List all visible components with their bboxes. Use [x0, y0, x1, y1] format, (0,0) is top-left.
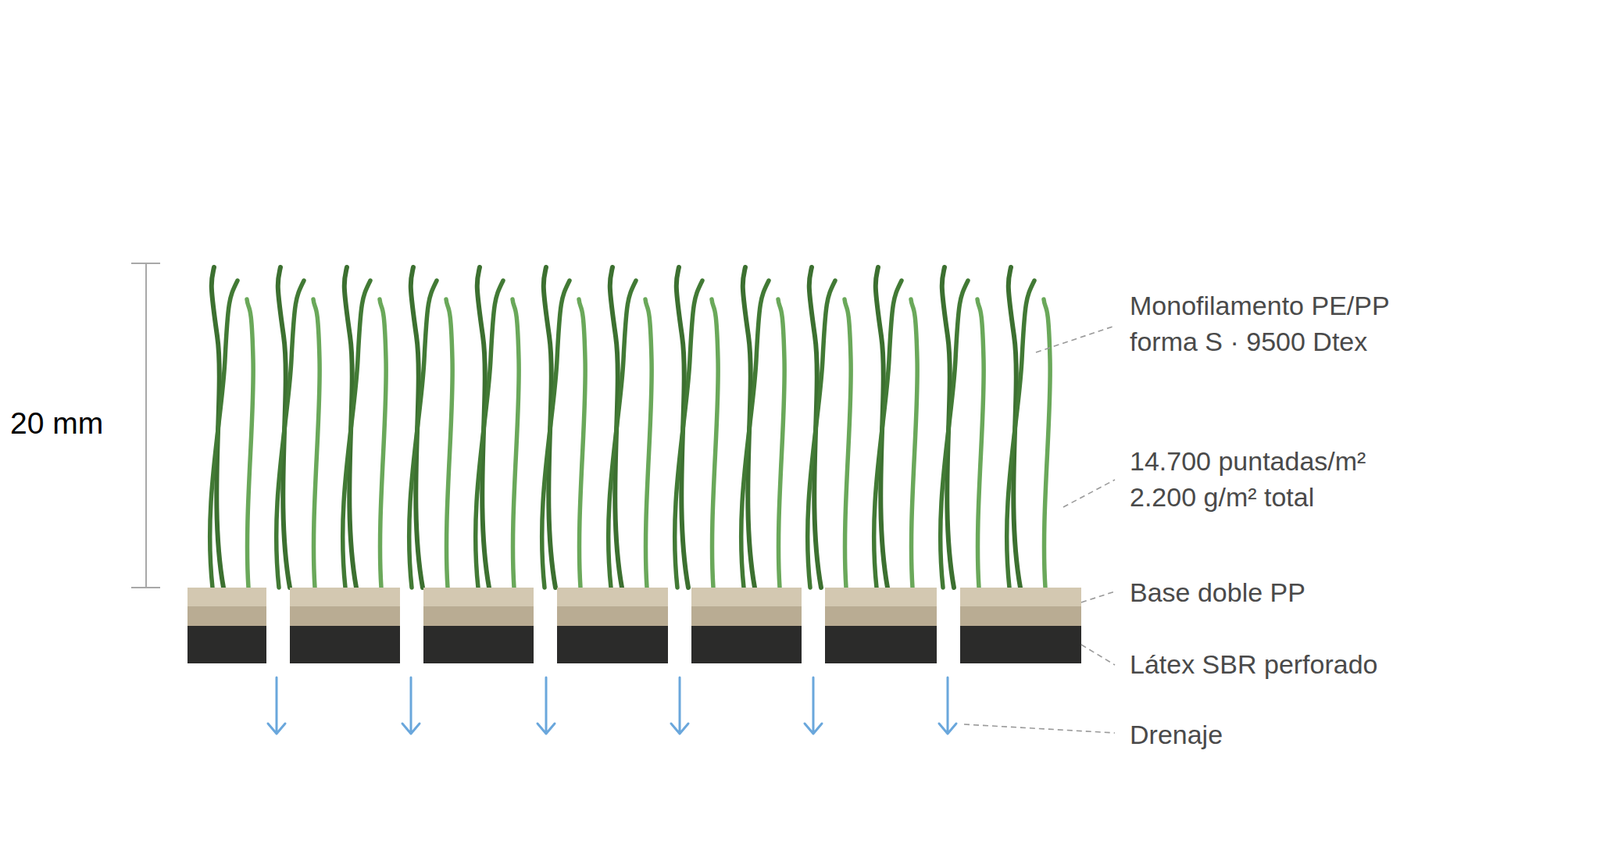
pp-layer	[557, 587, 668, 607]
grass-blade	[874, 280, 902, 588]
grass-blade	[844, 299, 851, 588]
pp-layer	[423, 606, 534, 626]
grass-blade	[409, 280, 437, 588]
backing-layers	[187, 587, 1082, 664]
grass-blade	[276, 280, 304, 588]
leader-lines	[964, 325, 1115, 733]
latex-layer	[423, 625, 534, 664]
grass-blade	[210, 280, 238, 588]
pp-layer	[960, 587, 1082, 607]
dimension-bracket	[131, 263, 161, 588]
drain-arrow	[939, 677, 957, 734]
grass-blade	[741, 280, 769, 588]
pp-layer	[187, 587, 267, 607]
grass-blade	[342, 280, 371, 588]
latex-layer	[557, 625, 668, 664]
grass-blade	[940, 280, 968, 588]
pp-layer	[825, 606, 937, 626]
latex-layer	[960, 625, 1082, 664]
grass-blade	[475, 280, 504, 588]
grass-blade	[246, 299, 254, 588]
part-label: Látex SBR perforado	[1129, 646, 1379, 683]
drain-arrows	[267, 677, 957, 734]
grass-blade	[446, 299, 453, 588]
part-label: Base doble PP	[1129, 574, 1306, 611]
grass-blade	[910, 299, 918, 588]
grass-blade	[778, 299, 785, 588]
grass-blade	[512, 299, 519, 588]
latex-layer	[691, 625, 802, 664]
grass-blade	[542, 280, 570, 588]
drain-arrow	[537, 677, 555, 734]
pp-layer	[691, 606, 802, 626]
grass-blade	[578, 299, 586, 588]
grass-blade	[711, 299, 718, 588]
grass-blade	[807, 280, 836, 588]
dimension-label: 20 mm	[10, 405, 104, 442]
grass-blade	[645, 299, 652, 588]
grass-blade	[1007, 280, 1035, 588]
drain-arrow	[402, 677, 420, 734]
pp-layer	[960, 606, 1082, 626]
latex-layer	[825, 625, 937, 664]
pp-layer	[289, 606, 400, 626]
pp-layer	[691, 587, 802, 607]
drain-arrow	[804, 677, 822, 734]
grass-blade	[379, 299, 386, 588]
part-label: Drenaje	[1129, 716, 1223, 753]
pp-layer	[187, 606, 267, 626]
pp-layer	[289, 587, 400, 607]
grass-blade	[675, 280, 703, 588]
grass-blade	[1043, 299, 1050, 588]
pp-layer	[825, 587, 937, 607]
drain-arrow	[267, 677, 286, 734]
pp-layer	[557, 606, 668, 626]
grass-blade	[977, 299, 984, 588]
spec-label: 14.700 puntadas/m² 2.200 g/m² total	[1129, 442, 1411, 515]
grass-blade	[608, 280, 636, 588]
grass-blade	[313, 299, 320, 588]
drain-arrow	[671, 677, 689, 734]
grass-blades	[210, 267, 1051, 588]
latex-layer	[187, 625, 267, 664]
part-label: Monofilamento PE/PP forma S · 9500 Dtex	[1129, 287, 1427, 360]
latex-layer	[289, 625, 400, 664]
pp-layer	[423, 587, 534, 607]
